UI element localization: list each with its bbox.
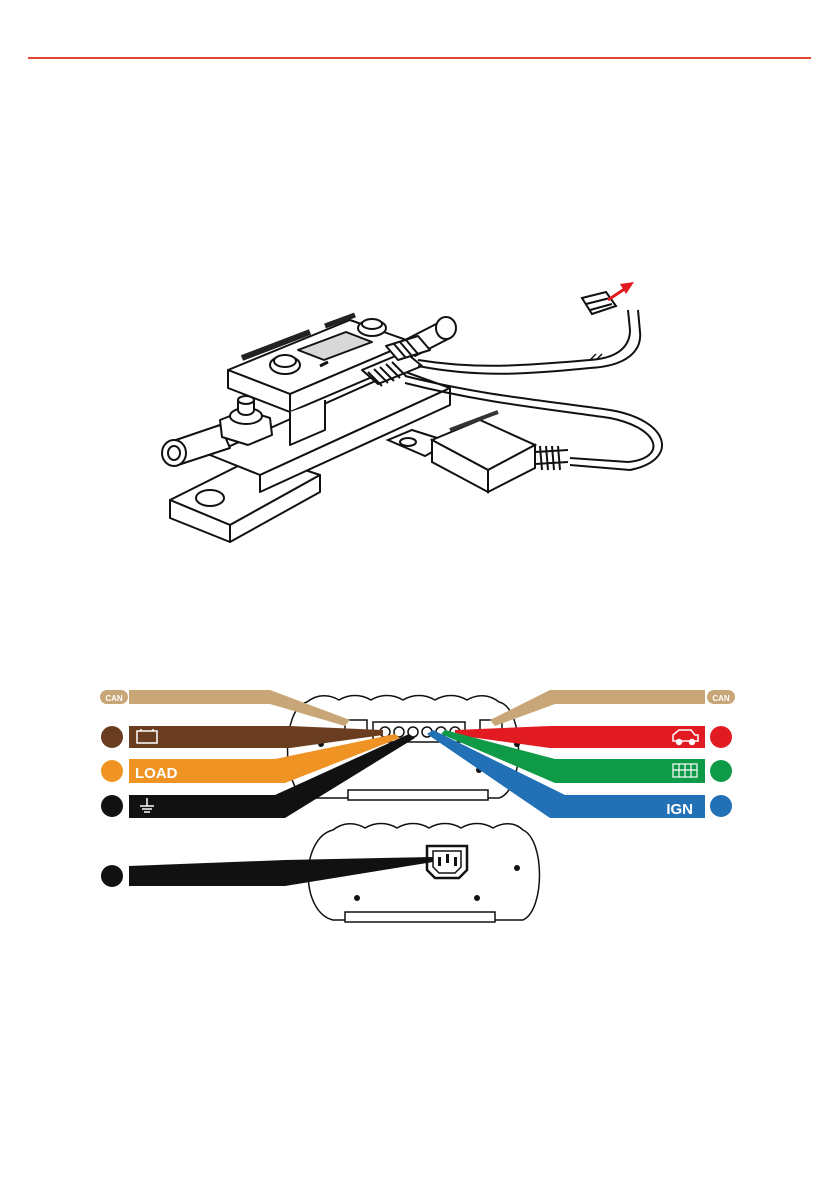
export-arrow — [608, 288, 626, 300]
can-label-right: CAN — [712, 694, 730, 703]
battery-sensor-illustration — [150, 270, 690, 550]
can-label-left: CAN — [105, 694, 123, 703]
top-rule — [28, 57, 811, 59]
wire-can-right — [490, 690, 705, 726]
ign-label: IGN — [666, 801, 693, 818]
wiring-diagram: CAN LOAD CAN IGN — [95, 690, 745, 930]
load-label: LOAD — [135, 765, 178, 782]
